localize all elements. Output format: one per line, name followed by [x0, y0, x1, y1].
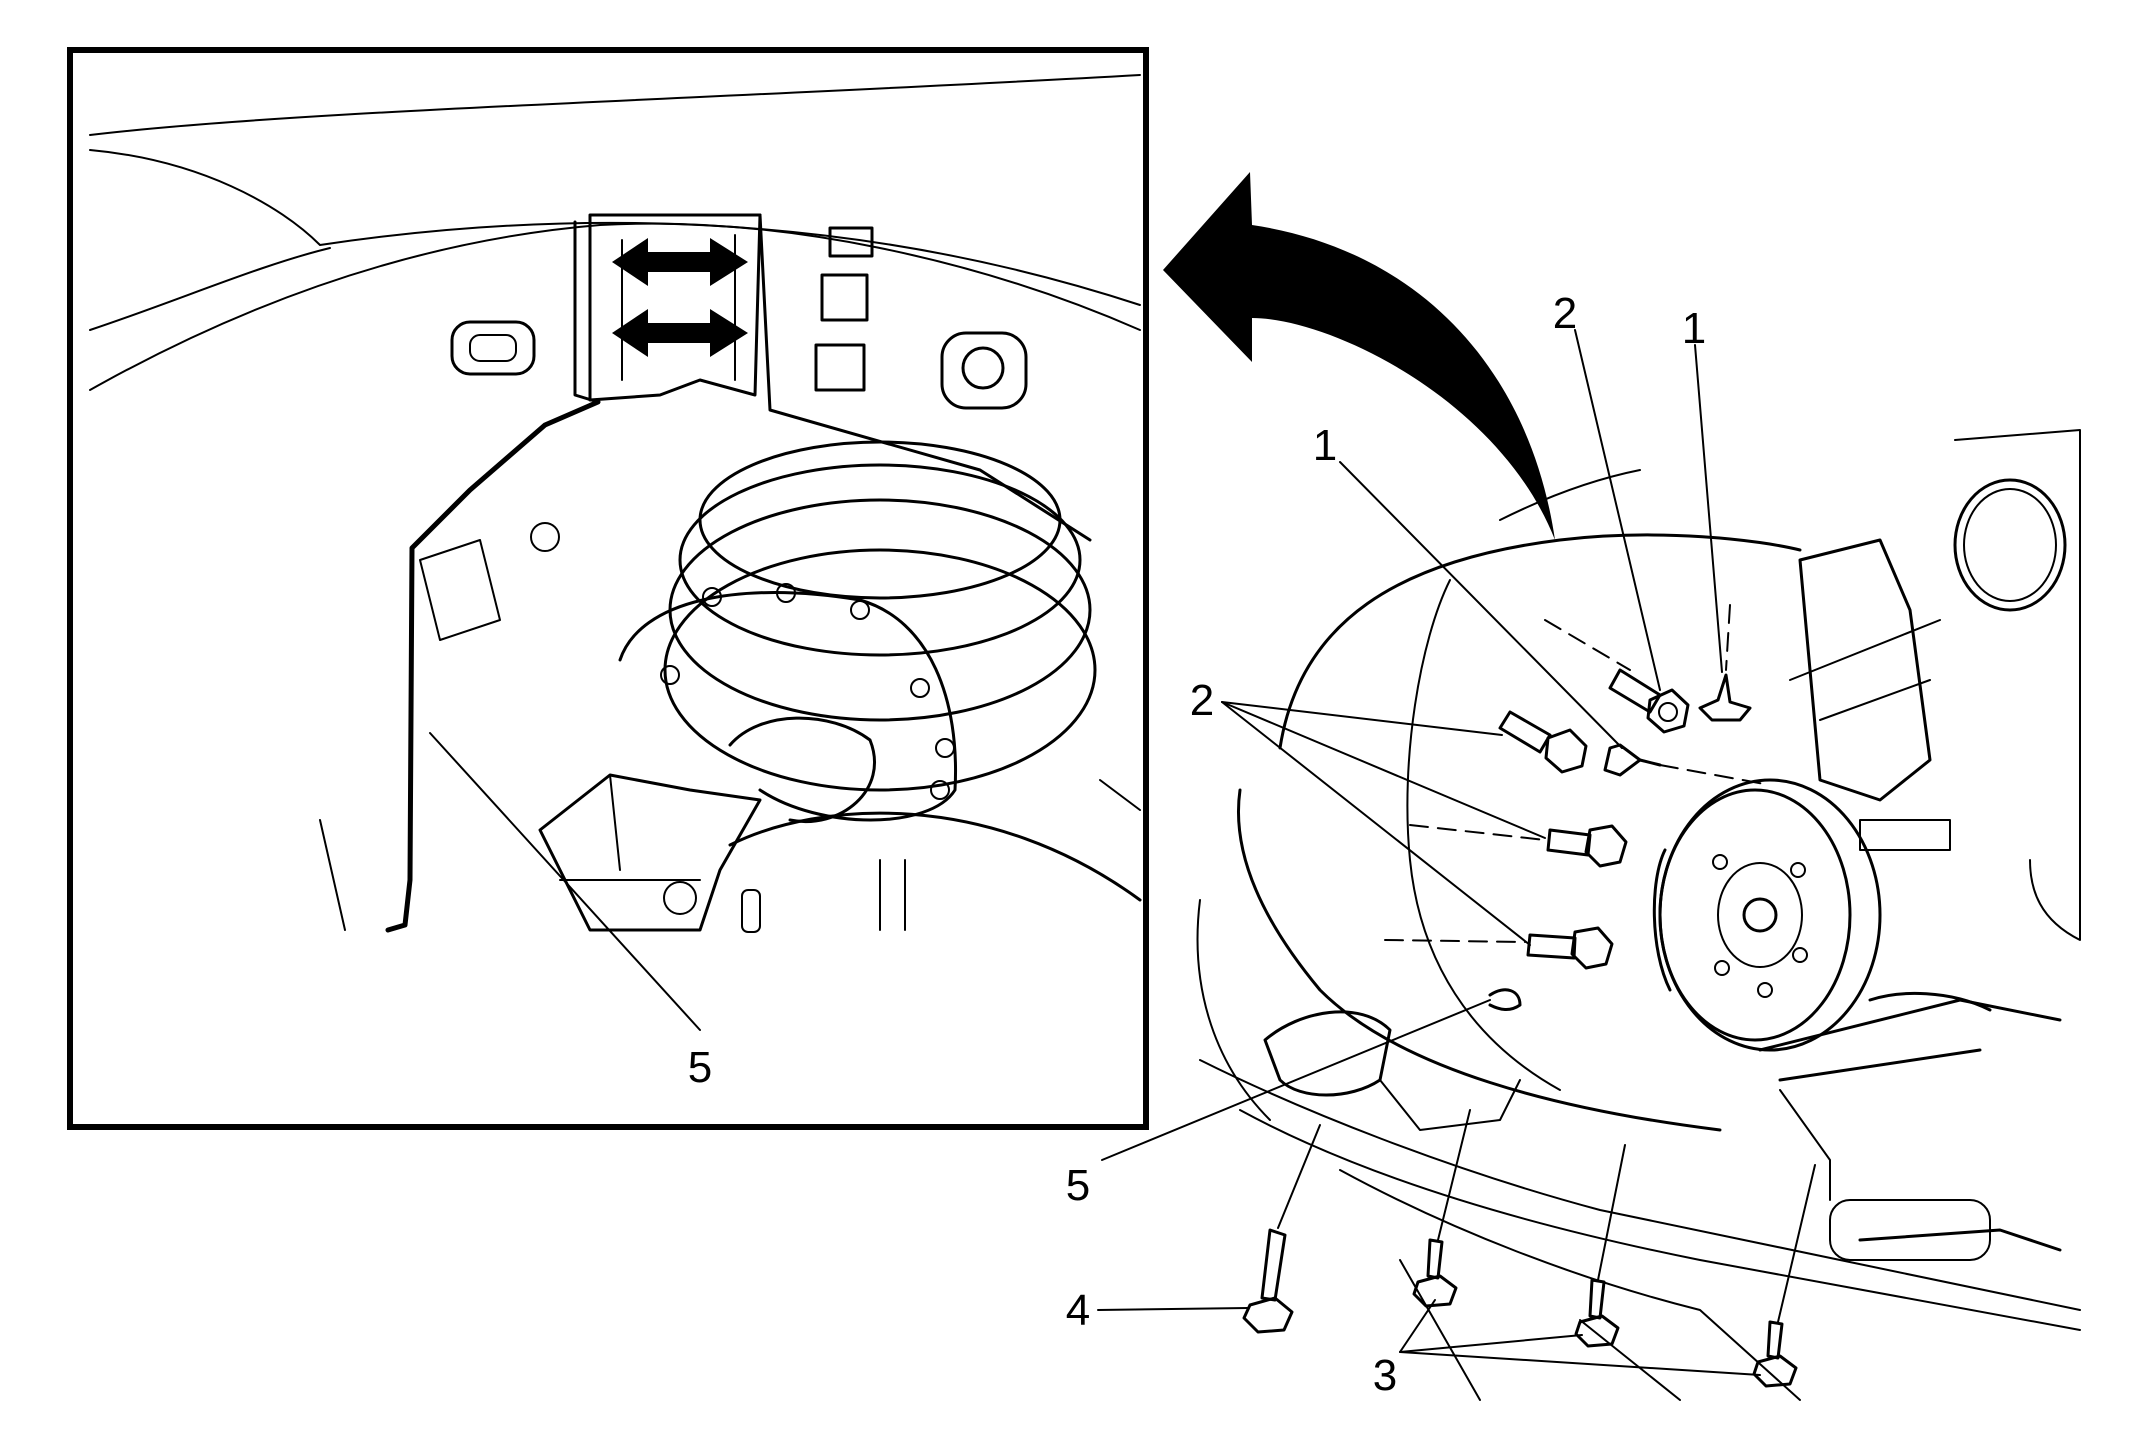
curved-arrow-icon — [1163, 172, 1555, 540]
bolt-2-a — [1498, 710, 1588, 774]
callout-2-top: 2 — [1553, 289, 1577, 338]
install-line — [1384, 939, 1526, 943]
leader-line-1-left — [1339, 461, 1623, 749]
strut — [1798, 538, 1932, 802]
leader-line-3-b — [1399, 1334, 1583, 1353]
install-line — [1659, 764, 1771, 786]
double-arrow-icon — [612, 309, 748, 357]
push-pin-1-left — [1603, 743, 1662, 777]
leader-line-3-a — [1399, 1299, 1436, 1353]
splash-shield — [1263, 1010, 1392, 1097]
leader-line-2-a — [1221, 701, 1503, 736]
clip-hole — [940, 331, 1028, 410]
callout-5-inset: 5 — [688, 1043, 712, 1092]
leader-line-3-c — [1399, 1351, 1761, 1376]
push-pin-1-right — [1698, 673, 1752, 722]
clip-hole — [450, 320, 536, 376]
callout-3: 3 — [1373, 1351, 1397, 1400]
splash-shield-edge — [385, 399, 601, 933]
leader-line-5 — [1101, 999, 1491, 1161]
coil-spring — [663, 440, 1097, 792]
install-line — [1544, 619, 1631, 671]
callout-5-main: 5 — [1066, 1161, 1090, 1210]
clip-5 — [1488, 988, 1522, 1011]
screw-3-a — [1412, 1238, 1458, 1308]
fender-outline — [89, 74, 1141, 136]
leader-line-5 — [429, 732, 701, 1031]
brake-rotor — [728, 811, 1142, 902]
bolt-2-top — [1608, 668, 1690, 734]
brake-rotor-hub — [1652, 778, 1882, 1052]
callout-2-group: 2 — [1190, 676, 1214, 725]
callout-1-right: 1 — [1682, 304, 1706, 353]
main-view: 2 1 1 2 5 4 3 — [1066, 289, 2081, 1401]
screw-3-b — [1574, 1278, 1620, 1348]
bolt-2-b — [1546, 824, 1628, 868]
slot-tab — [820, 273, 869, 322]
screw-4 — [1242, 1228, 1294, 1334]
detail-inset: 5 — [67, 47, 1149, 1130]
callout-1-left: 1 — [1313, 421, 1337, 470]
slot-tab — [814, 343, 866, 392]
leader-line-2-top — [1574, 329, 1661, 691]
double-arrow-icon — [612, 238, 748, 286]
install-line — [1409, 824, 1546, 841]
leader-line-2-b — [1221, 701, 1546, 839]
leader-line-4 — [1097, 1307, 1249, 1311]
leader-line-1-right — [1694, 344, 1723, 673]
callout-4: 4 — [1066, 1286, 1090, 1335]
bolt-2-c — [1526, 926, 1614, 970]
drive-axle — [1858, 991, 2062, 1252]
access-hole — [1953, 478, 2067, 612]
lower-control-arm — [1758, 998, 2062, 1082]
leader-line-2-c — [1221, 701, 1531, 946]
wheelhouse-liner — [1278, 533, 1802, 750]
inset-frame — [67, 47, 1149, 1130]
slot-tab — [828, 226, 874, 258]
install-line — [1725, 604, 1731, 671]
